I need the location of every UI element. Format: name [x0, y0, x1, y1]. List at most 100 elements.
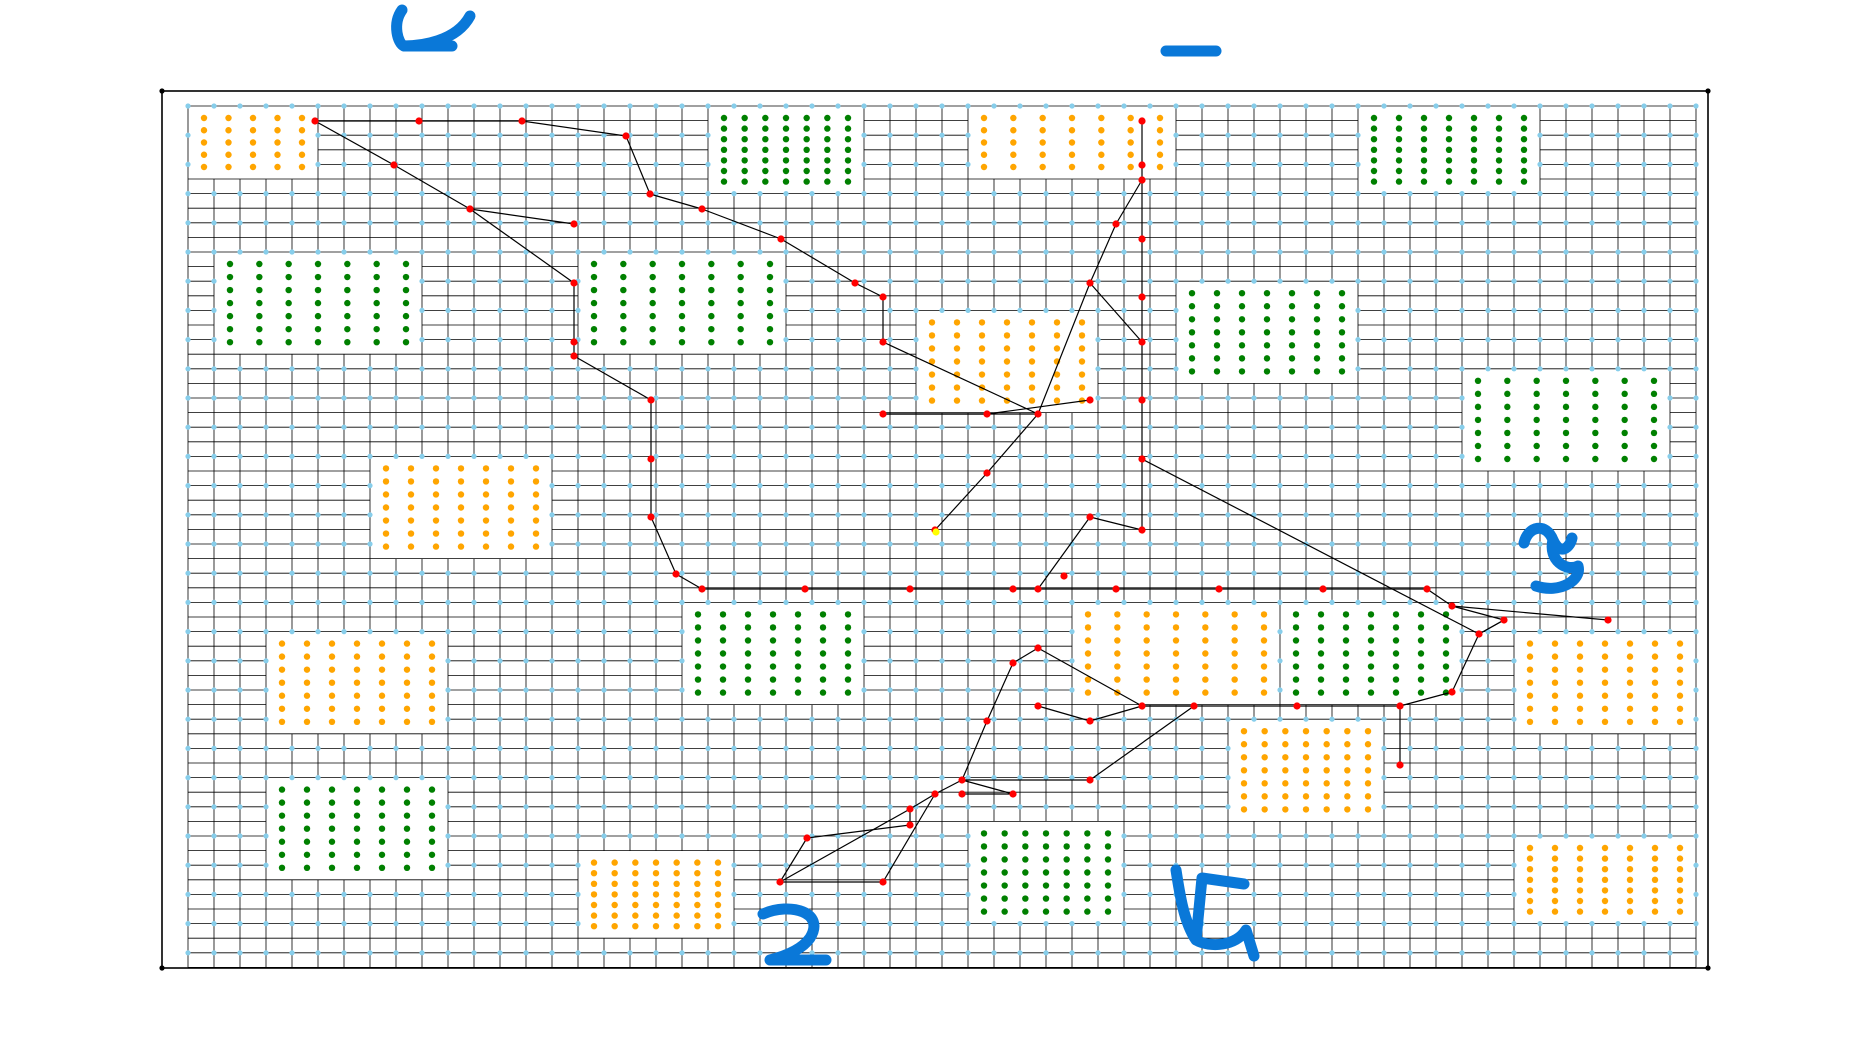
- route-edge: [806, 824, 911, 839]
- grid-node: [1251, 132, 1257, 138]
- storage-slot: [225, 114, 232, 122]
- grid-node: [211, 658, 217, 664]
- grid-node: [1147, 249, 1153, 255]
- grid-node: [1563, 745, 1569, 752]
- grid-node: [445, 950, 451, 956]
- storage-slot: [803, 136, 810, 143]
- grid-node: [1225, 453, 1231, 459]
- green-storage-block: [1474, 377, 1658, 463]
- grid-node: [1355, 862, 1361, 868]
- storage-slot: [344, 286, 351, 294]
- storage-slot: [1474, 442, 1482, 450]
- grid-node: [601, 658, 607, 664]
- grid-node: [1641, 775, 1647, 781]
- grid-node: [1329, 716, 1335, 722]
- grid-node: [601, 833, 607, 839]
- grid-node: [601, 132, 607, 138]
- grid-node: [211, 745, 217, 752]
- grid-node: [653, 483, 659, 489]
- storage-slot: [314, 325, 322, 333]
- grid-node: [1069, 629, 1075, 635]
- storage-slot: [1344, 767, 1351, 774]
- grid-node: [367, 161, 373, 167]
- grid-node: [1017, 921, 1023, 927]
- storage-slot: [766, 299, 774, 307]
- grid-node: [549, 950, 555, 956]
- storage-slot: [1676, 679, 1684, 686]
- grid-node: [601, 570, 607, 576]
- storage-slot: [1261, 767, 1268, 774]
- grid-node: [1225, 950, 1231, 956]
- storage-slot: [407, 465, 415, 472]
- storage-slot: [314, 273, 322, 281]
- grid-node: [289, 745, 295, 752]
- grid-node: [211, 716, 217, 722]
- grid-node: [1407, 512, 1413, 518]
- grid-node: [1615, 307, 1621, 313]
- storage-slot: [769, 637, 777, 644]
- grid-node: [1121, 891, 1127, 898]
- grid-node: [497, 950, 503, 956]
- grid-node: [1303, 220, 1309, 226]
- storage-slot: [1288, 316, 1296, 323]
- grid-node: [497, 191, 503, 197]
- grid-node: [1407, 921, 1413, 927]
- storage-slot: [1370, 146, 1378, 153]
- frame-corners: [159, 88, 1711, 971]
- grid-node: [1511, 307, 1517, 313]
- storage-slot: [1039, 127, 1046, 134]
- storage-slot: [1626, 640, 1634, 647]
- grid-node: [1069, 512, 1075, 518]
- frame-corner: [1705, 965, 1711, 971]
- grid-node: [185, 599, 191, 606]
- storage-slot: [226, 339, 234, 346]
- grid-node: [627, 103, 633, 109]
- green-storage-block: [226, 260, 410, 346]
- grid-node: [263, 687, 269, 693]
- storage-slot: [590, 325, 598, 333]
- grid-node: [1173, 453, 1179, 459]
- grid-node: [341, 483, 347, 489]
- grid-node: [1173, 103, 1179, 109]
- storage-slot: [303, 692, 311, 699]
- grid-node: [757, 249, 763, 255]
- storage-slot: [1053, 319, 1061, 326]
- grid-node: [1693, 191, 1699, 197]
- storage-slot: [611, 870, 618, 877]
- grid-node: [1095, 599, 1101, 606]
- grid-node: [1147, 103, 1153, 109]
- grid-node: [1329, 891, 1335, 898]
- grid-node: [549, 161, 555, 167]
- grid-node: [1017, 570, 1023, 576]
- grid-node: [1667, 220, 1673, 226]
- storage-slot: [1317, 676, 1325, 683]
- grid-node: [1667, 191, 1673, 197]
- storage-slot: [678, 325, 686, 333]
- route-node: [983, 410, 991, 418]
- storage-slot: [482, 543, 490, 550]
- storage-slot: [303, 825, 311, 832]
- grid-node: [1095, 453, 1101, 459]
- grid-node: [211, 541, 217, 547]
- storage-slot: [1526, 679, 1534, 686]
- grid-node: [1121, 716, 1127, 722]
- storage-slot: [649, 273, 656, 281]
- grid-node: [1017, 950, 1023, 956]
- grid-node: [783, 599, 789, 606]
- grid-node: [497, 599, 503, 606]
- storage-slot: [632, 923, 639, 930]
- storage-slot: [278, 864, 286, 871]
- storage-slot: [652, 923, 660, 930]
- grid-node: [445, 775, 451, 781]
- grid-node: [757, 716, 763, 722]
- storage-slot: [382, 517, 390, 524]
- grid-node: [1537, 541, 1543, 547]
- grid-node: [1485, 366, 1491, 372]
- storage-slot: [1028, 371, 1036, 378]
- grid-node: [1095, 483, 1101, 489]
- grid-node: [367, 599, 373, 606]
- grid-node: [1459, 658, 1465, 664]
- grid-node: [783, 833, 789, 839]
- grid-node: [1459, 687, 1465, 693]
- storage-slot: [353, 653, 361, 660]
